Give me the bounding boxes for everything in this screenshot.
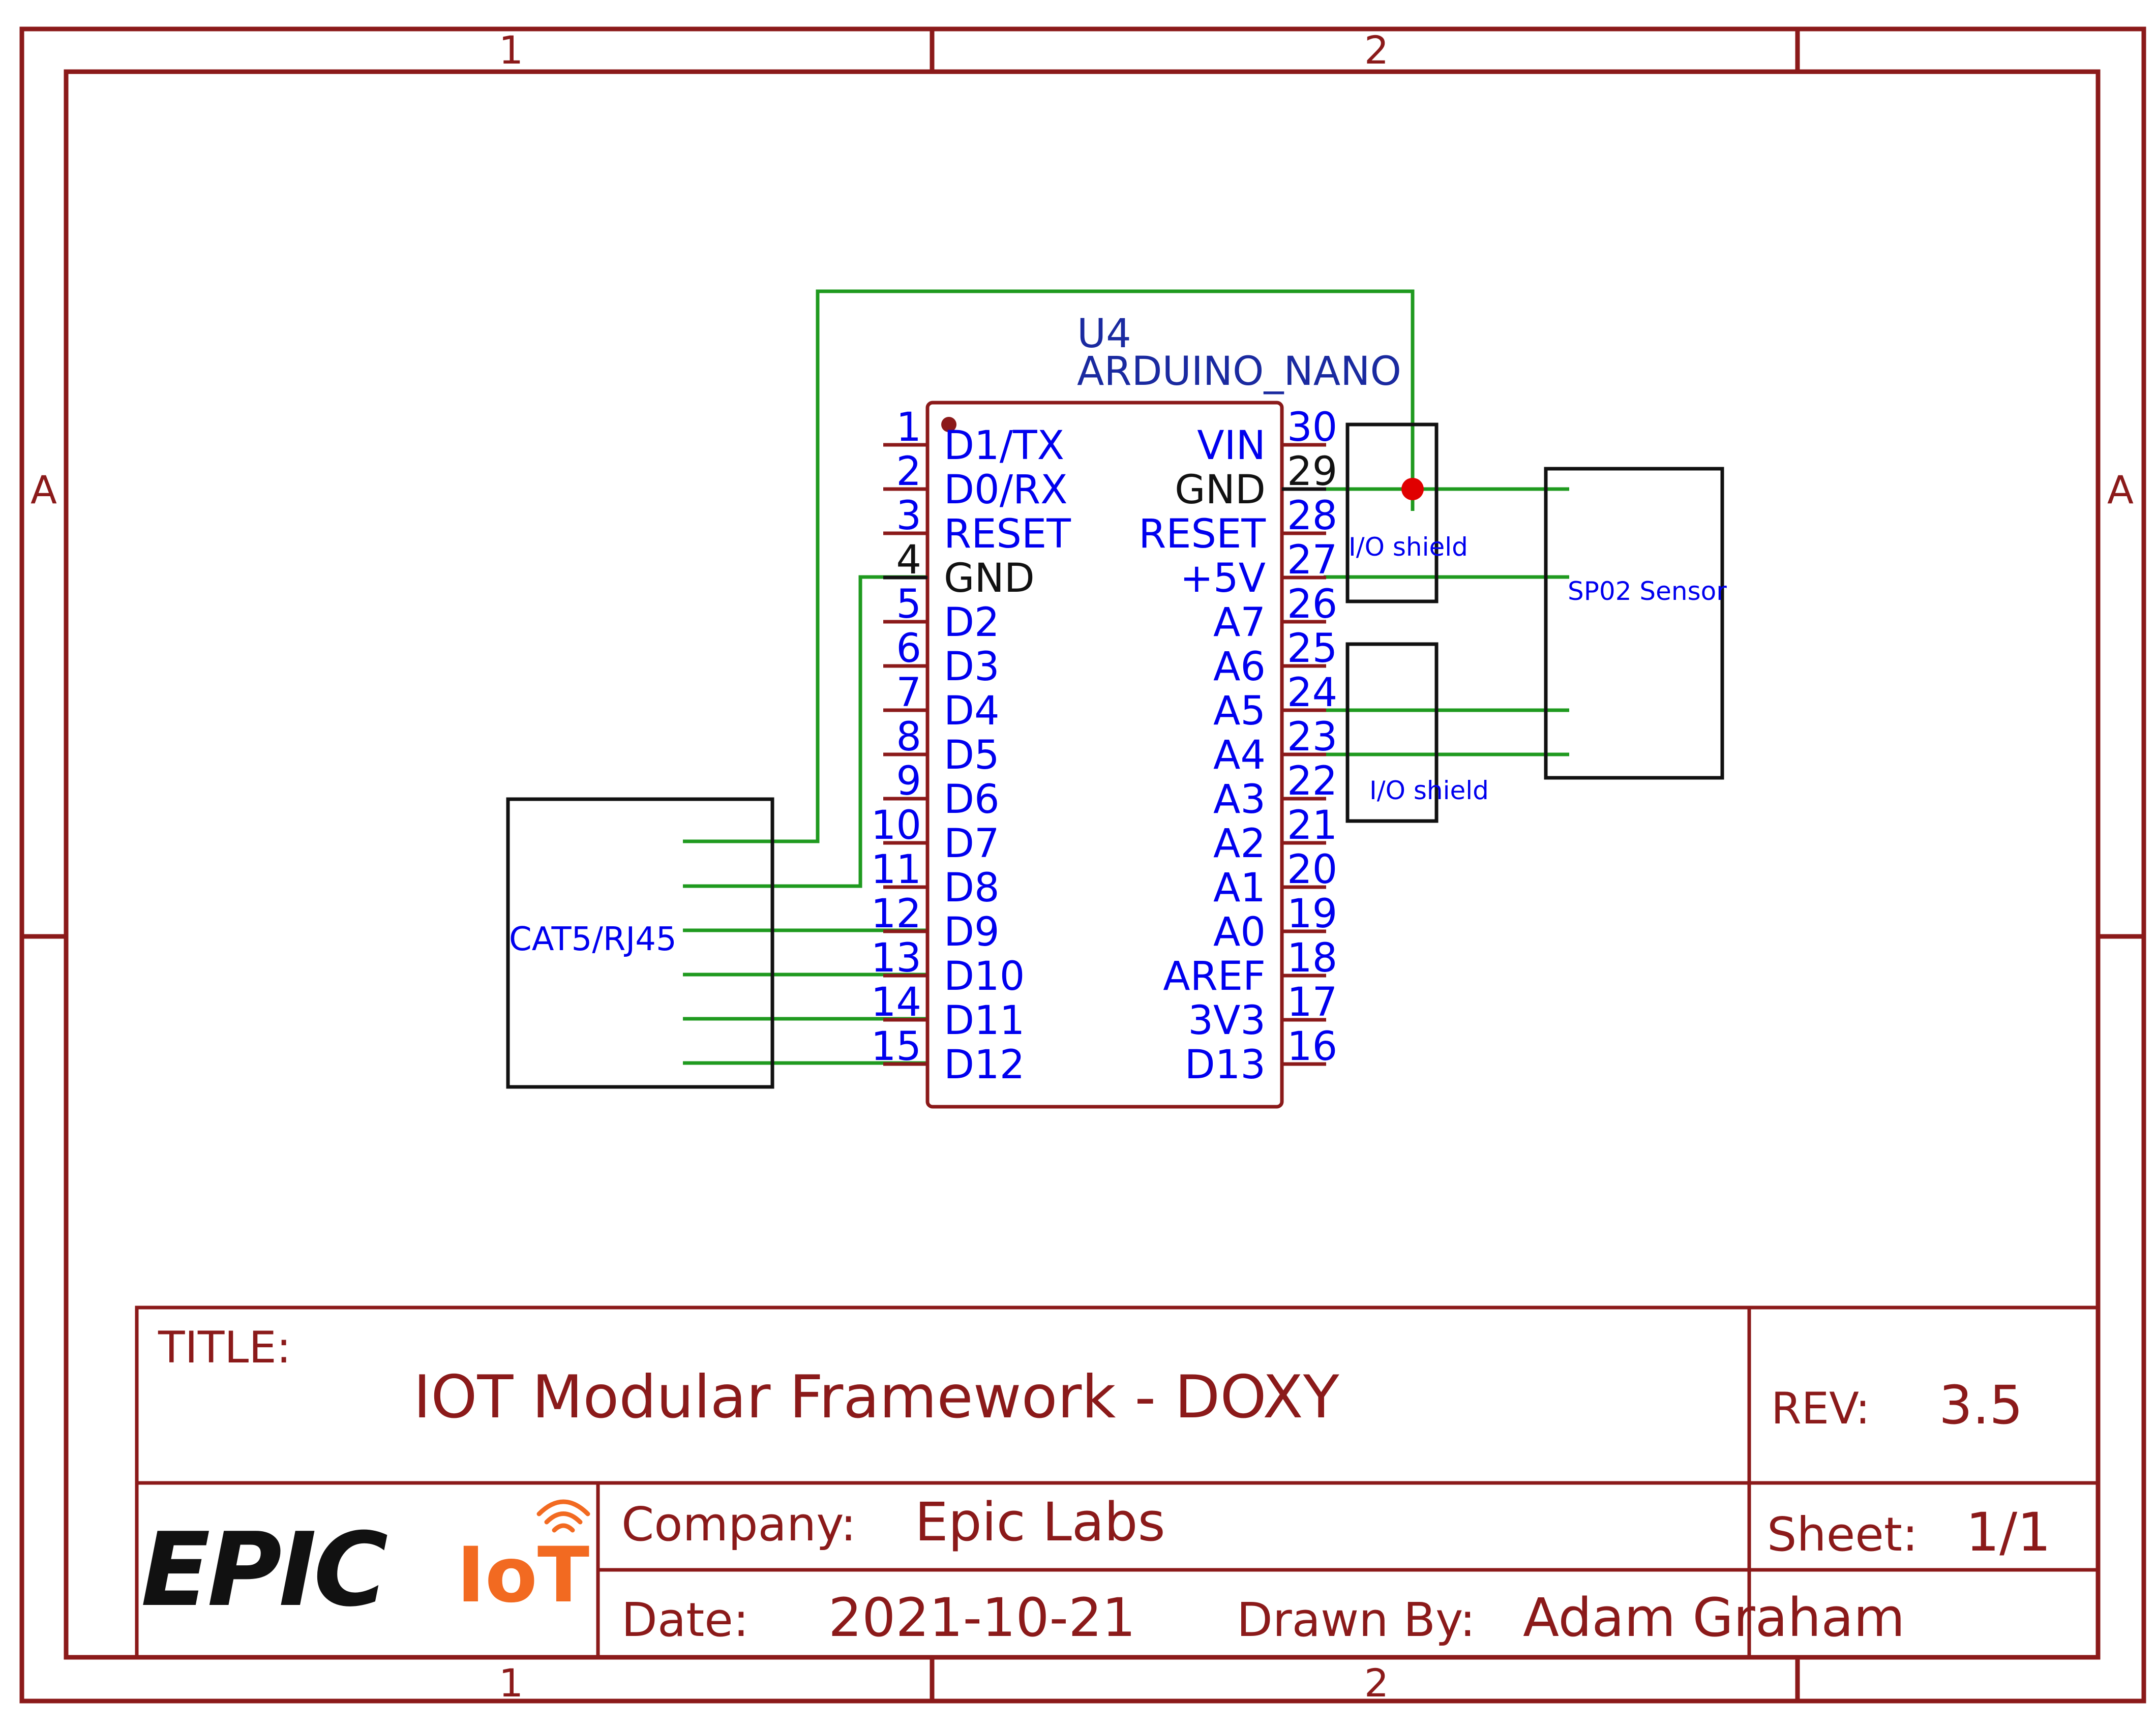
pin-30-number: 30 — [1287, 405, 1337, 450]
sheet-value: 1/1 — [1966, 1501, 2051, 1563]
pin-21-number: 21 — [1287, 803, 1337, 848]
pin-21-name: A2 — [1213, 821, 1266, 867]
drawn-by-label: Drawn By: — [1237, 1593, 1476, 1647]
epic-iot-logo: EPIC IoT — [141, 1499, 590, 1629]
io-shield-bottom-label: I/O shield — [1369, 776, 1489, 805]
pin-1-number: 1 — [896, 405, 921, 450]
pin-1-name: D1/TX — [944, 423, 1064, 469]
pin-16-name: D13 — [1185, 1042, 1266, 1088]
pin-29-name: GND — [1175, 467, 1266, 513]
wifi-signal-icon — [536, 1499, 590, 1533]
pin-2-name: D0/RX — [944, 467, 1068, 513]
pin-13-number: 13 — [871, 935, 921, 981]
chip-ref: U4 — [1077, 311, 1131, 357]
pin-12-number: 12 — [871, 891, 921, 937]
company-value: Epic Labs — [915, 1491, 1165, 1553]
pin-11-name: D8 — [944, 865, 1000, 911]
pin-20-name: A1 — [1213, 865, 1266, 911]
pin-8-name: D5 — [944, 733, 1000, 778]
pin-26-name: A7 — [1213, 600, 1266, 646]
io-shield-bottom-box — [1345, 642, 1439, 823]
pin-10-name: D7 — [944, 821, 1000, 867]
pin-14-number: 14 — [871, 980, 921, 1025]
pin-13-name: D10 — [944, 954, 1025, 999]
zone-right-a: A — [2107, 467, 2134, 512]
drawn-by-value: Adam Graham — [1523, 1587, 1905, 1649]
pin-19-number: 19 — [1287, 891, 1337, 937]
pin-17-name: 3V3 — [1188, 998, 1266, 1044]
pin-2-number: 2 — [896, 449, 921, 495]
pin-26-number: 26 — [1287, 582, 1337, 627]
logo-iot-text: IoT — [457, 1531, 589, 1620]
pin-25-number: 25 — [1287, 626, 1337, 672]
pin-28-name: RESET — [1139, 511, 1266, 557]
title-block — [135, 1306, 2100, 1659]
io-shield-top-box — [1345, 422, 1439, 603]
pin-5-number: 5 — [896, 582, 921, 627]
pin-9-name: D6 — [944, 777, 1000, 823]
date-value: 2021-10-21 — [828, 1587, 1135, 1649]
pin-9-number: 9 — [896, 758, 921, 804]
pin-24-name: A5 — [1213, 688, 1266, 734]
pin1-marker-dot — [941, 417, 956, 432]
pin-25-name: A6 — [1213, 644, 1266, 690]
zone-top-1: 1 — [499, 27, 523, 73]
chip-value: ARDUINO_NANO — [1077, 349, 1401, 394]
cat5-connector-box — [506, 797, 774, 1089]
zone-bottom-1: 1 — [499, 1660, 523, 1706]
pin-22-name: A3 — [1213, 777, 1266, 823]
pin-18-name: AREF — [1163, 954, 1266, 999]
company-label: Company: — [621, 1497, 856, 1552]
pin-15-name: D12 — [944, 1042, 1025, 1088]
pin-24-number: 24 — [1287, 670, 1337, 716]
pin-17-number: 17 — [1287, 980, 1337, 1025]
pin-10-number: 10 — [871, 803, 921, 848]
pin-19-name: A0 — [1213, 909, 1266, 955]
title-label: TITLE: — [158, 1322, 291, 1373]
io-shield-top-label: I/O shield — [1349, 532, 1468, 562]
zone-top-2: 2 — [1364, 27, 1389, 73]
logo-epic-text: EPIC — [141, 1511, 387, 1629]
pin-3-number: 3 — [896, 493, 921, 539]
pin-12-name: D9 — [944, 909, 1000, 955]
pin-29-number: 29 — [1287, 449, 1337, 495]
outer-frame — [19, 26, 2146, 1704]
pin-6-number: 6 — [896, 626, 921, 672]
pin-4-number: 4 — [896, 537, 921, 583]
spo2-sensor-box — [1544, 467, 1724, 780]
pin-14-name: D11 — [944, 998, 1025, 1044]
zone-left-a: A — [31, 467, 57, 512]
pin-6-name: D3 — [944, 644, 1000, 690]
cat5-label: CAT5/RJ45 — [509, 921, 677, 958]
spo2-sensor-label: SP02 Sensor — [1568, 576, 1727, 606]
pin-7-name: D4 — [944, 688, 1000, 734]
sheet-label: Sheet: — [1767, 1507, 1918, 1562]
pin-23-name: A4 — [1213, 733, 1266, 778]
pin-27-name: +5V — [1180, 556, 1266, 601]
pin-28-number: 28 — [1287, 493, 1337, 539]
pin-20-number: 20 — [1287, 847, 1337, 893]
junction-dot — [1401, 478, 1424, 500]
pin-23-number: 23 — [1287, 714, 1337, 760]
pin-3-name: RESET — [944, 511, 1071, 557]
rev-label: REV: — [1771, 1383, 1870, 1434]
pin-22-number: 22 — [1287, 758, 1337, 804]
rev-value: 3.5 — [1939, 1374, 2023, 1436]
pin-5-name: D2 — [944, 600, 1000, 646]
pin-15-number: 15 — [871, 1024, 921, 1070]
pin-27-number: 27 — [1287, 537, 1337, 583]
drawing-title: IOT Modular Framework - DOXY — [413, 1363, 1340, 1432]
pin-8-number: 8 — [896, 714, 921, 760]
pin-7-number: 7 — [896, 670, 921, 716]
zone-bottom-2: 2 — [1364, 1660, 1389, 1706]
pin-30-name: VIN — [1197, 423, 1266, 469]
pin-4-name: GND — [944, 556, 1035, 601]
date-label: Date: — [621, 1593, 749, 1647]
pin-11-number: 11 — [871, 847, 921, 893]
pin-18-number: 18 — [1287, 935, 1337, 981]
pin-16-number: 16 — [1287, 1024, 1337, 1070]
